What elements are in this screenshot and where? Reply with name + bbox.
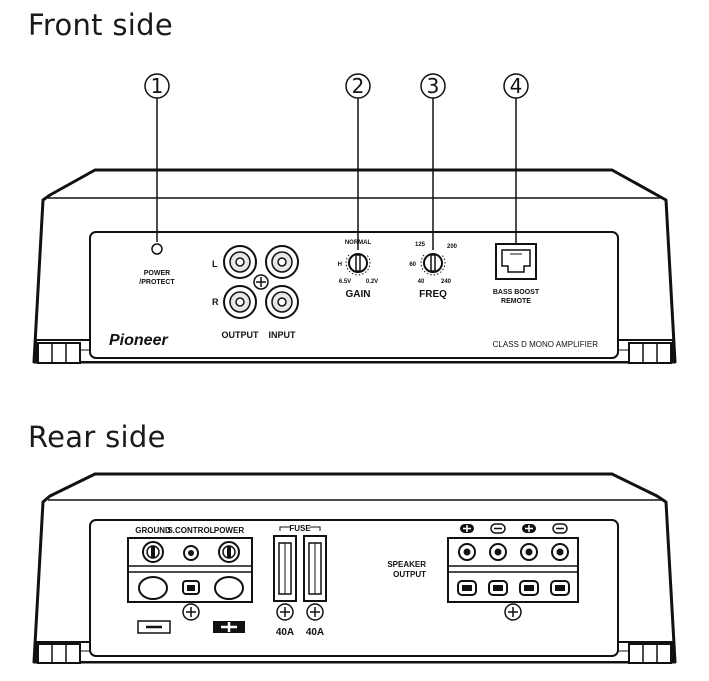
callout-2-number: 2 — [352, 74, 365, 98]
negative-polarity-icon — [137, 620, 171, 634]
s-control-label: S.CONTROL — [167, 526, 214, 535]
bass-boost-remote-port-icon — [495, 243, 537, 280]
chassis-screw-icon — [182, 603, 200, 621]
ground-cable-hole-icon — [138, 576, 168, 600]
freq-40-label: 40 — [418, 279, 425, 285]
gain-label: GAIN — [346, 289, 371, 300]
rca-output-right-jack — [223, 285, 257, 319]
rca-input-left-jack — [265, 245, 299, 279]
pioneer-brand-logo: Pioneer — [109, 332, 168, 349]
rca-input-label: INPUT — [269, 330, 297, 340]
callout-3-number: 3 — [427, 74, 440, 98]
freq-125-label: 125 — [415, 242, 426, 248]
freq-240-label: 240 — [441, 279, 452, 285]
fuse-2-screw-icon — [306, 603, 324, 621]
power-protect-led-icon — [151, 243, 163, 255]
speaker-terminal-2-hole-icon — [488, 580, 508, 596]
callout-3: 3 — [420, 73, 446, 250]
gain-high-label: H — [338, 262, 342, 268]
gain-normal-label: NORMAL — [345, 240, 372, 246]
speaker-terminal-1-hole-icon — [457, 580, 477, 596]
bass-boost-label-line2: REMOTE — [501, 298, 531, 305]
rca-output-label: OUTPUT — [222, 330, 260, 340]
speaker-terminal-1-screw-icon — [458, 543, 476, 561]
front-foot-left — [37, 342, 81, 364]
callout-1-number: 1 — [151, 74, 164, 98]
speaker-output-label-line2: OUTPUT — [393, 570, 426, 579]
freq-60-label: 60 — [409, 262, 416, 268]
fuse-2-rating: 40A — [306, 627, 324, 638]
callout-2: 2 — [345, 73, 371, 250]
speaker-terminal-4-hole-icon — [550, 580, 570, 596]
model-description-label: CLASS D MONO AMPLIFIER — [493, 340, 599, 349]
rca-output-left-jack — [223, 245, 257, 279]
fuse-1-screw-icon — [276, 603, 294, 621]
freq-200-label: 200 — [447, 244, 458, 250]
s-control-cable-hole-icon — [182, 580, 200, 595]
rca-ground-screw-icon — [253, 274, 269, 290]
rear-side-heading: Rear side — [28, 420, 166, 454]
fuse-bracket-right — [310, 526, 321, 531]
fuse-1-rating: 40A — [276, 627, 294, 638]
front-control-panel — [89, 231, 619, 359]
speaker-polarity-plus-1-icon — [460, 524, 474, 533]
front-side-heading: Front side — [28, 8, 173, 42]
rca-right-label: R — [212, 297, 219, 307]
ground-screw-icon — [142, 541, 164, 563]
power-cable-hole-icon — [214, 576, 244, 600]
speaker-terminal-3-hole-icon — [519, 580, 539, 596]
callout-4: 4 — [503, 73, 529, 248]
bass-boost-label-line1: BASS BOOST — [493, 289, 540, 296]
speaker-ground-screw-icon — [504, 603, 522, 621]
fuse-bracket-left — [279, 526, 290, 531]
speaker-polarity-minus-1-icon — [490, 523, 506, 534]
power-protect-label-line2: /PROTECT — [139, 279, 175, 286]
power-label: POWER — [214, 526, 244, 535]
rca-left-label: L — [212, 259, 218, 269]
rear-view: GROUND S.CONTROL POWER — [32, 472, 677, 664]
front-view: 1 2 3 4 POWER /PROTECT L R — [32, 73, 677, 364]
power-screw-icon — [218, 541, 240, 563]
rear-foot-right — [628, 643, 672, 664]
speaker-output-label-line1: SPEAKER — [387, 560, 426, 569]
s-control-screw-icon — [183, 545, 199, 561]
callout-1: 1 — [144, 73, 170, 242]
freq-label: FREQ — [419, 289, 447, 300]
front-foot-right — [628, 342, 672, 364]
speaker-terminal-2-screw-icon — [489, 543, 507, 561]
speaker-terminal-4-screw-icon — [551, 543, 569, 561]
freq-knob-icon — [420, 253, 446, 276]
fuse-1-icon — [273, 535, 297, 602]
speaker-terminal-3-screw-icon — [520, 543, 538, 561]
power-protect-label-line1: POWER — [144, 270, 170, 277]
ground-label: GROUND — [135, 526, 171, 535]
fuse-2-icon — [303, 535, 327, 602]
rear-foot-left — [37, 643, 81, 664]
gain-low-voltage-label: 6.5V — [339, 279, 351, 285]
fuse-label: FUSE — [289, 524, 311, 533]
gain-knob-icon — [345, 253, 371, 276]
gain-high-voltage-label: 0.2V — [366, 279, 378, 285]
callout-4-number: 4 — [510, 74, 523, 98]
positive-polarity-icon — [213, 621, 245, 633]
rca-input-right-jack — [265, 285, 299, 319]
speaker-polarity-plus-2-icon — [522, 524, 536, 533]
speaker-polarity-minus-2-icon — [552, 523, 568, 534]
